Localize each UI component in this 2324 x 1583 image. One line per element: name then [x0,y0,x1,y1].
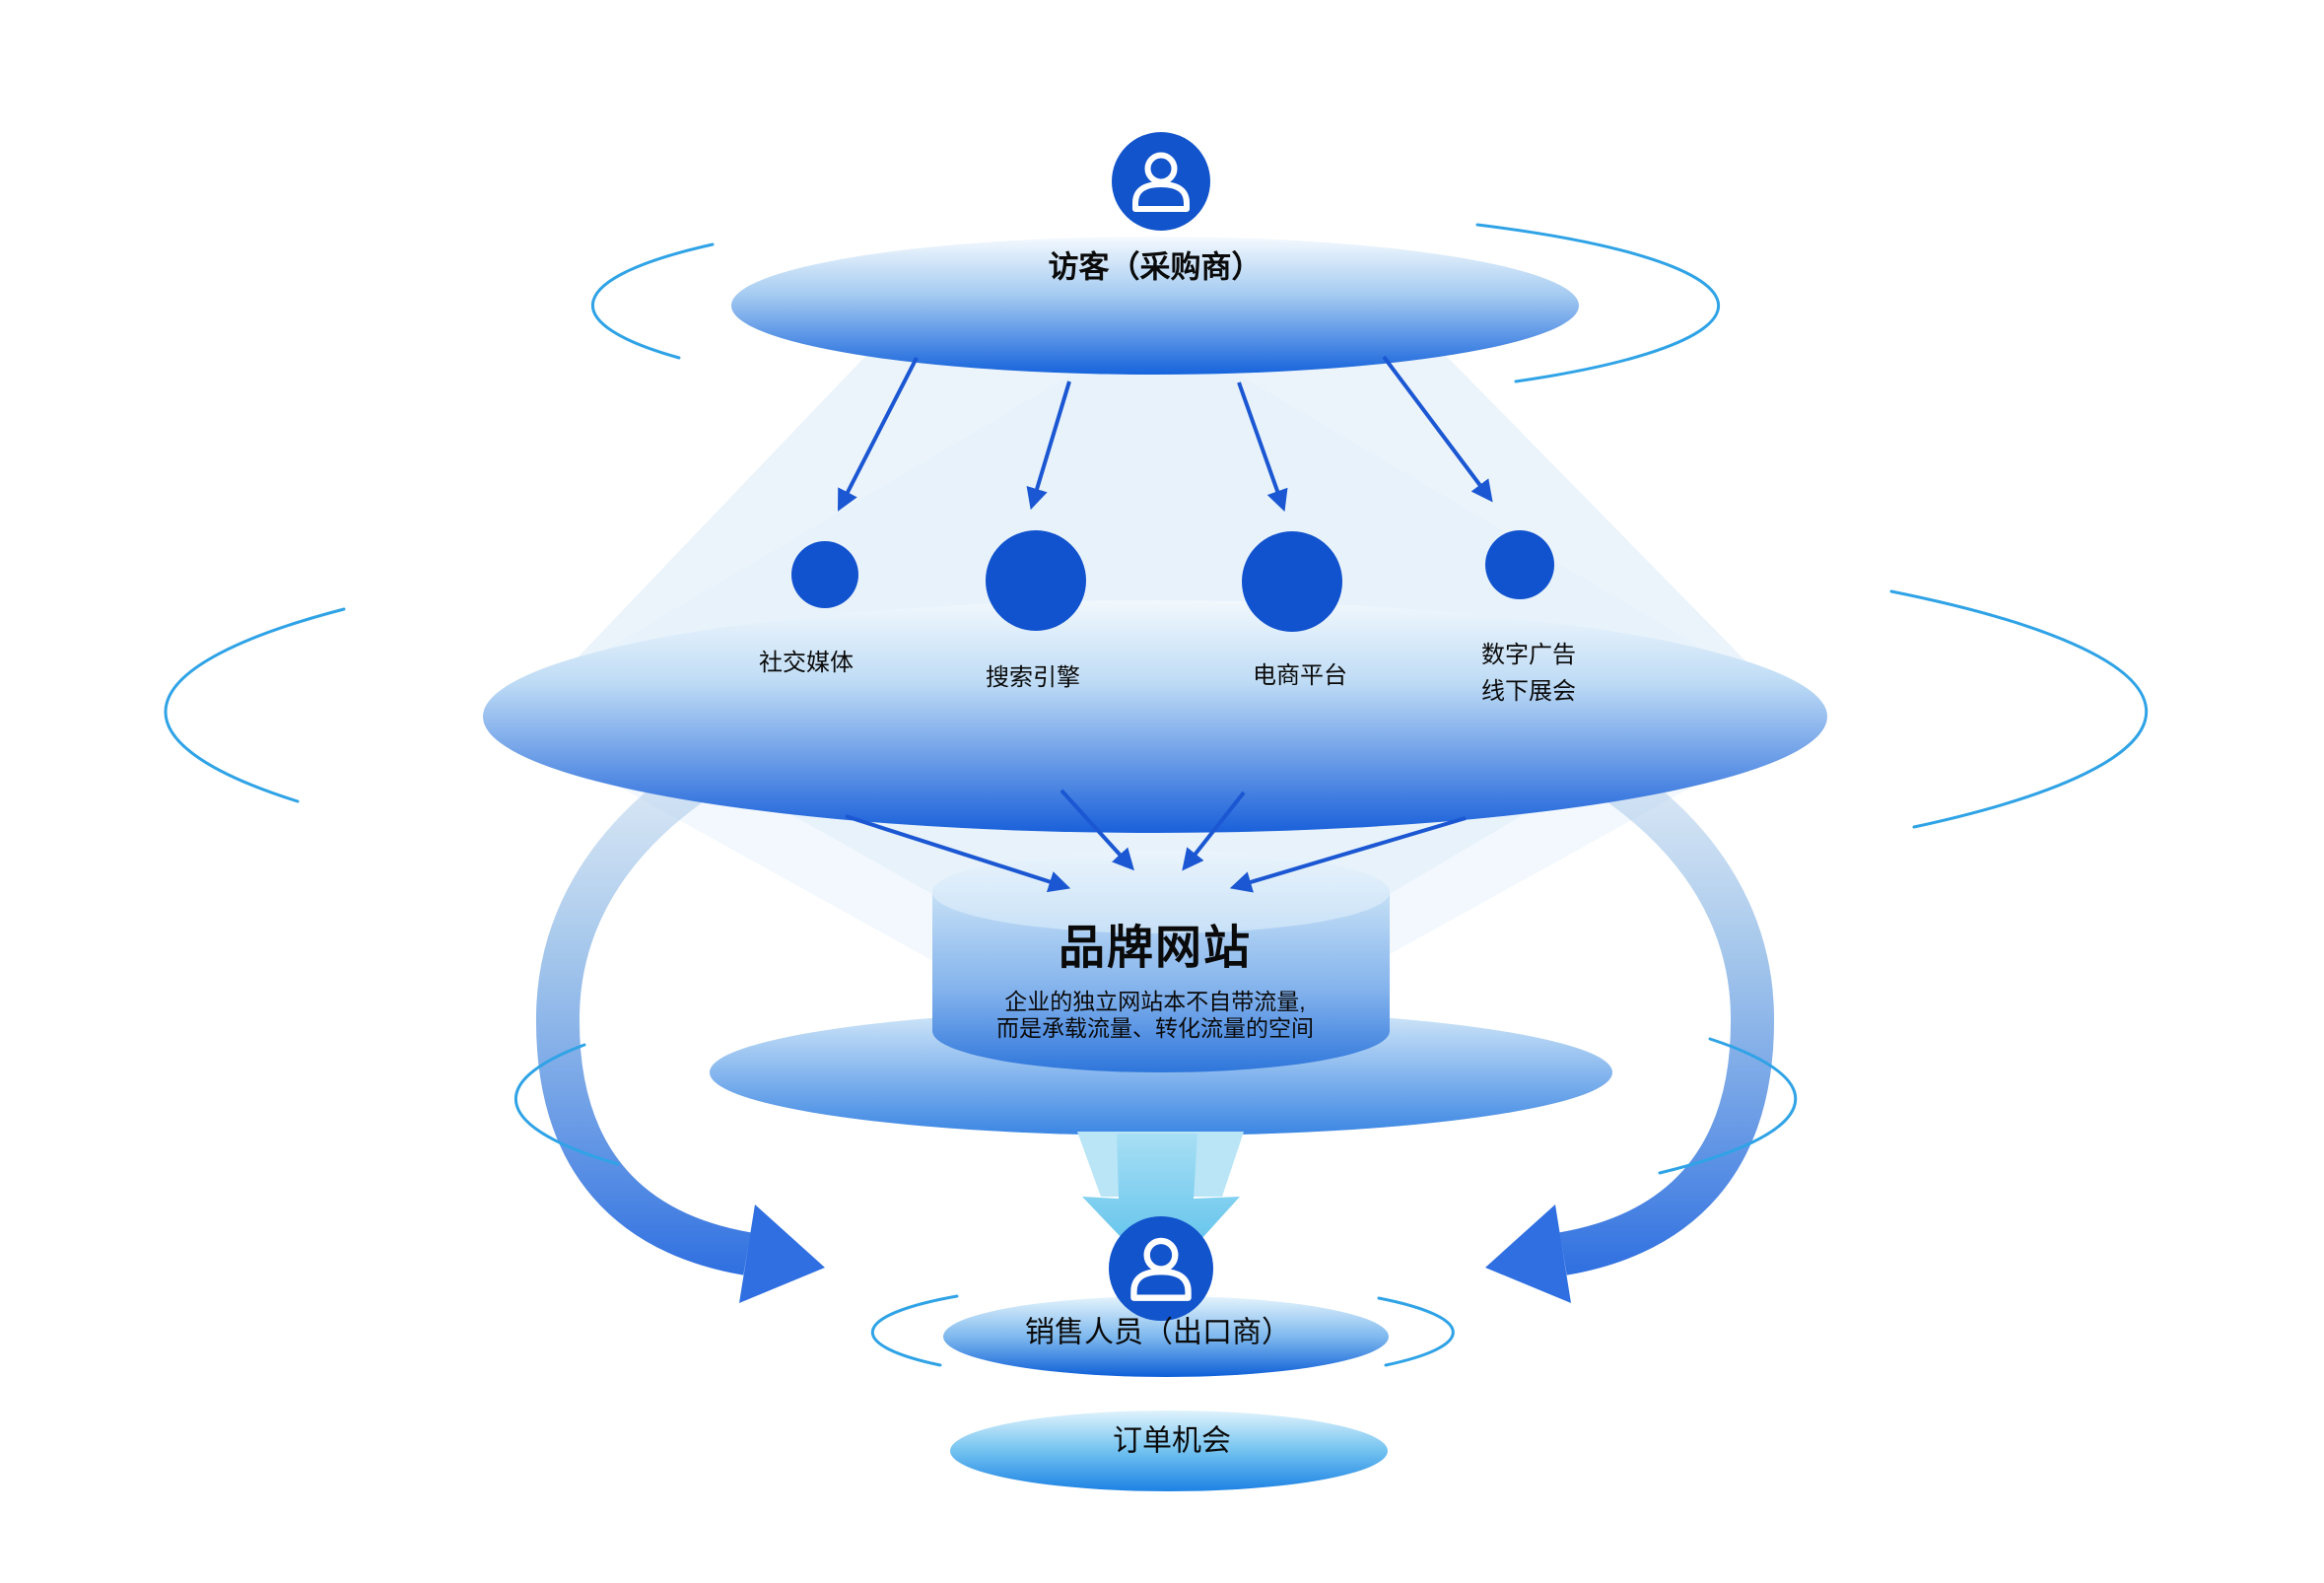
website-cylinder [932,851,1390,1072]
arrow-to-ecommerce [1237,381,1288,513]
channel-label-social-media: 社交媒体 [759,650,854,676]
visitor-label: 访客（采购商） [1048,249,1263,285]
sales-user-icon [1109,1216,1213,1321]
sales-label: 销售人员（出口商） [1025,1316,1291,1349]
visitor-ellipse [731,237,1579,375]
channel-to-website-arrows [845,789,1467,893]
channel-label-digital-ads-offline: 数字广告 线下展会 [1481,637,1576,710]
channel-label-digital-ads-line2: 线下展会 [1481,678,1576,705]
arrow-to-ads [1382,355,1493,503]
arrow-to-social [837,357,919,512]
channels-ellipse [483,600,1827,833]
lower-ring-right-arc [1658,1037,1798,1175]
channel-label-ecommerce: 电商平台 [1253,662,1347,689]
top-ring-right-arc [1475,223,1721,383]
conversion-funnel-arrow [1077,1132,1244,1281]
brand-website-description-line2: 而是承载流量、转化流量的空间 [996,1015,1314,1041]
brand-website-title: 品牌网站 [1059,921,1252,974]
sales-ring-left-arc [870,1294,959,1367]
mid-ring-left-arc [164,607,346,803]
converge-arrow-3 [1182,791,1246,871]
channel-label-search-engine: 搜索引擎 [986,664,1080,691]
search-engine-dot [986,530,1086,631]
converge-arrow-2 [1059,789,1134,871]
visitor-to-channel-arrows [837,355,1493,513]
arrow-to-search [1026,380,1071,511]
digital-ads-dot [1485,530,1554,599]
orbit-rings [164,223,2149,1367]
channel-label-digital-ads-line1: 数字广告 [1481,642,1576,668]
ecommerce-dot [1242,531,1342,632]
channel-dots [791,530,1554,632]
social-media-dot [791,541,858,608]
converge-arrow-4 [1229,816,1467,893]
order-ellipse [950,1411,1388,1491]
lower-ring-left-arc [513,1043,620,1166]
mid-ring-right-arc [1889,589,2149,829]
sales-ring-right-arc [1377,1296,1455,1367]
cylinder-body [932,892,1390,1072]
sales-ellipse [943,1296,1389,1377]
top-ring-left-arc [590,242,715,360]
brand-website-description-line1: 企业的独立网站本不自带流量, [1004,989,1306,1014]
cylinder-top [932,851,1390,933]
converge-arrow-1 [845,814,1071,893]
visitor-user-icon [1112,132,1210,231]
brand-website-description: 企业的独立网站本不自带流量, 而是承载流量、转化流量的空间 [996,989,1314,1042]
order-opportunity-label: 订单机会 [1113,1424,1231,1458]
